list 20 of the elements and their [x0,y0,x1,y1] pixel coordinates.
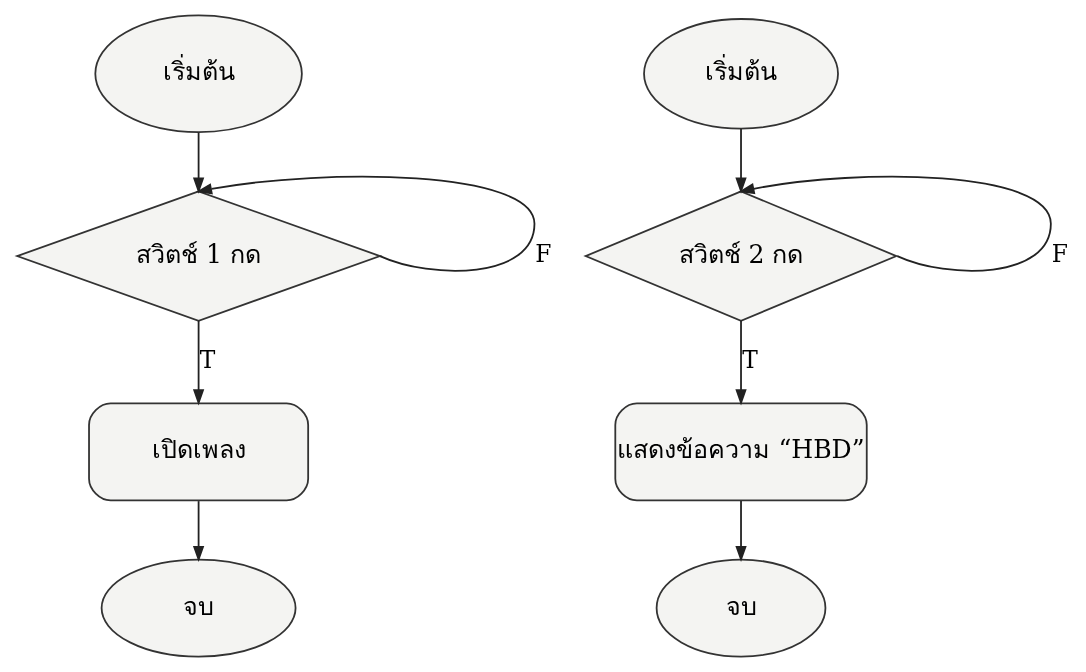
arrow [192,319,205,406]
arrow [735,127,747,194]
node-ellipse: เริ่มต้น [643,18,839,130]
arrow [192,500,205,563]
node-box: เปิดเพลง [88,402,310,502]
arrow [195,175,536,272]
node-ellipse: เริ่มต้น [94,14,303,134]
node-diamond: สวิตช์ 2 กด [583,190,899,322]
node-ellipse: จบ [655,558,827,658]
edge-label: T [199,346,216,375]
arrow [735,500,747,563]
arrow [735,319,747,406]
arrow [192,131,205,194]
node-ellipse: จบ [100,558,297,658]
node-diamond: สวิตช์ 1 กด [14,190,383,322]
edge-label: F [535,240,552,269]
arrow [738,175,1052,272]
edge-label: T [742,346,758,375]
edge-label: F [1051,240,1068,269]
node-box: แสดงข้อความ “HBD” [614,402,868,502]
